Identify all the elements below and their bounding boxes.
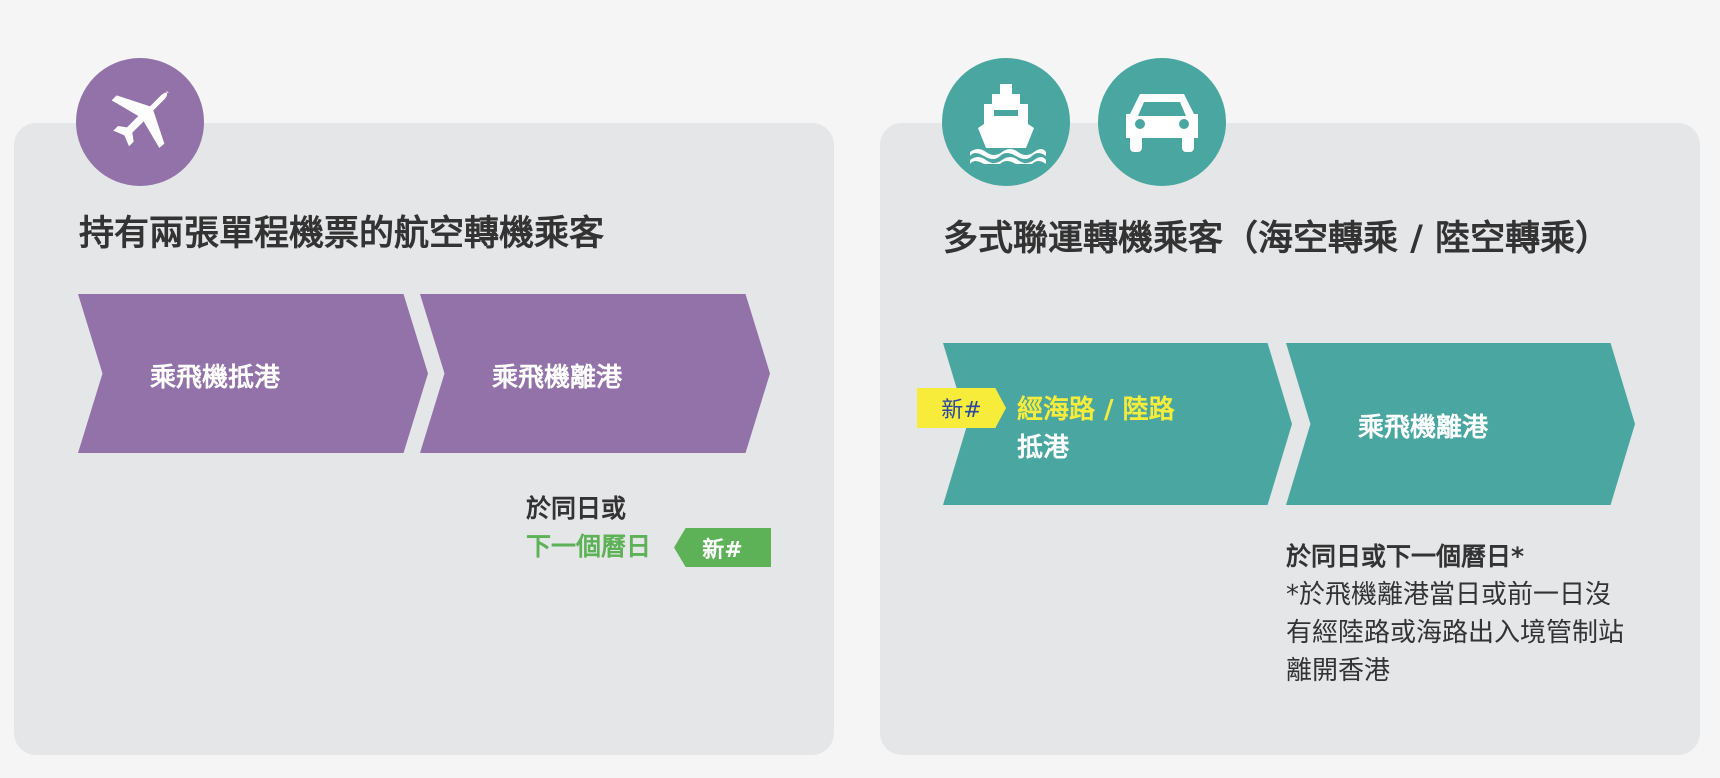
new-badge: 新# [917,388,1006,428]
step-highlight-label: 經海路 / 陸路 [1017,395,1175,425]
next-day-note: 下一個曆日 [526,532,652,561]
new-badge: 新# [674,528,771,567]
step-label: 抵港 [1017,433,1070,463]
same-day-note: 於同日或 [526,494,627,523]
step-depart-by-air: 乘飛機離港 [420,294,770,453]
step-depart-by-air: 乘飛機離港 [1286,343,1635,505]
multimodal-transit-title: 多式聯運轉機乘客（海空轉乘 / 陸空轉乘） [943,219,1611,259]
air-transit-title: 持有兩張單程機票的航空轉機乘客 [79,214,605,254]
footnote: *於飛機離港當日或前一日沒有經陸路或海路出入境管制站離開香港 [1286,580,1625,686]
airplane-icon [76,58,204,186]
car-icon [1098,58,1226,186]
same-or-next-day-note: 於同日或下一個曆日* [1286,542,1525,571]
step-arrive-by-sea-land: 經海路 / 陸路 抵港 [943,343,1292,505]
step-label: 乘飛機離港 [1358,413,1489,443]
step-arrive-by-air: 乘飛機抵港 [78,294,428,453]
step-label: 乘飛機抵港 [150,363,281,393]
ship-icon [942,58,1070,186]
step-label: 乘飛機離港 [492,363,623,393]
